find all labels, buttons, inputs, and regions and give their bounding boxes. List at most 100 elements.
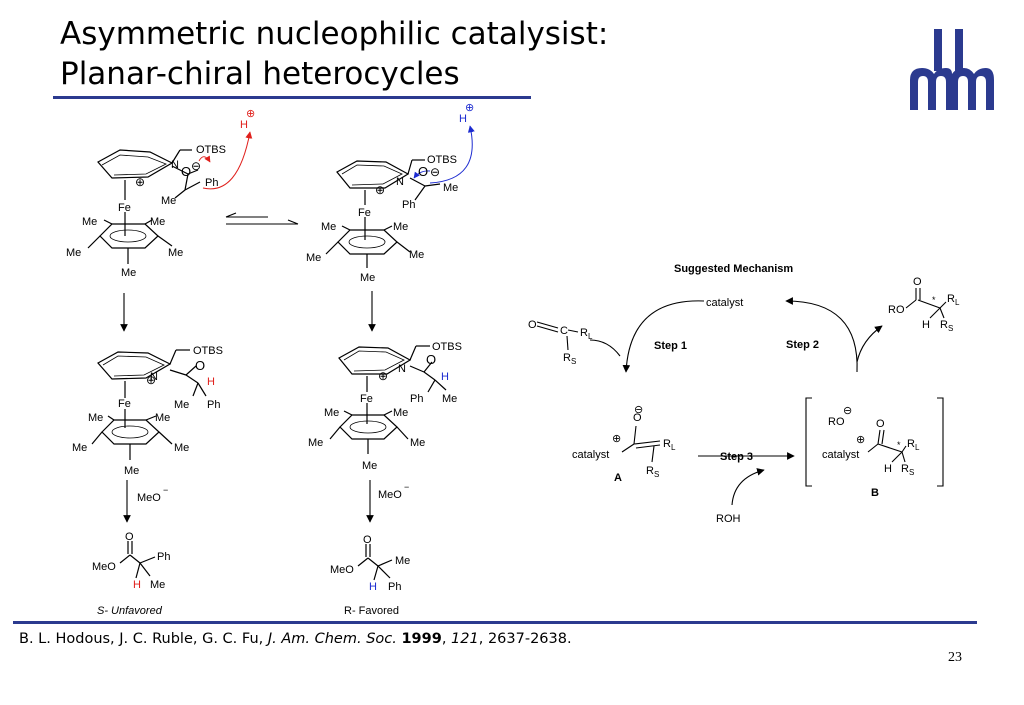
label-me: Me — [168, 247, 183, 259]
ketene-sub-l: L — [588, 332, 593, 341]
ester-h: H — [922, 319, 930, 331]
ester-r: R — [940, 319, 948, 331]
complex-top-left-labels: OTBS N ⊕ O ⊖ Ph Me Fe Me Me Me Me Me H ⊕ — [66, 108, 255, 279]
b-minus: ⊖ — [843, 405, 852, 417]
label-me: Me — [82, 216, 97, 228]
label-me: Me — [393, 221, 408, 233]
label-me: Me — [360, 272, 375, 284]
label-catalyst-a: catalyst — [572, 449, 609, 461]
down-arrows-upper — [120, 291, 376, 332]
plus-charge: ⊕ — [135, 175, 145, 189]
label-otbs: OTBS — [196, 144, 226, 156]
label-me: Me — [150, 216, 165, 228]
a-minus: ⊖ — [634, 404, 643, 416]
minus-charge: ⊖ — [430, 165, 440, 179]
label-h-blue: H — [441, 371, 449, 383]
ketene-sub-s: S — [571, 357, 576, 366]
reagent-labels: MeO − MeO − — [137, 482, 409, 504]
label-h-blue: H — [369, 581, 377, 593]
product-s — [119, 541, 156, 579]
label-me: Me — [362, 460, 377, 472]
label-o: O — [426, 352, 436, 367]
label-fe: Fe — [358, 207, 371, 219]
a-r: R — [663, 438, 671, 450]
label-me: Me — [410, 437, 425, 449]
b-sub-s: S — [909, 468, 914, 477]
b-ro: RO — [828, 416, 845, 428]
label-b: B — [871, 487, 879, 499]
b-r: R — [907, 438, 915, 450]
label-me: Me — [306, 252, 321, 264]
label-me: Me — [321, 221, 336, 233]
complex-top-left — [87, 131, 253, 264]
complex-mid-right-labels: OTBS N ⊕ O H Ph Me Fe Me Me Me Me Me — [308, 341, 462, 472]
label-fe: Fe — [360, 393, 373, 405]
label-o: O — [195, 358, 205, 373]
b-r: R — [901, 463, 909, 475]
label-o: O — [363, 534, 372, 546]
label-ph: Ph — [388, 581, 401, 593]
equilibrium-arrows — [225, 212, 299, 225]
label-n: N — [398, 363, 406, 375]
plus-charge: ⊕ — [375, 183, 385, 197]
label-step3: Step 3 — [720, 451, 753, 463]
mechanism-bonds — [536, 288, 947, 506]
a-sub-l: L — [671, 443, 676, 452]
label-ph: Ph — [157, 551, 170, 563]
citation-pages: , 2637-2638. — [478, 631, 572, 647]
label-otbs: OTBS — [432, 341, 462, 353]
label-n: N — [150, 371, 158, 383]
label-me: Me — [124, 465, 139, 477]
label-h-red: H — [207, 376, 215, 388]
university-logo — [910, 29, 994, 110]
label-fe: Fe — [118, 202, 131, 214]
ester-o: O — [913, 276, 922, 288]
label-me: Me — [155, 412, 170, 424]
ester-star: * — [932, 295, 936, 305]
b-h: H — [884, 463, 892, 475]
label-s-unfavored: S- Unfavored — [97, 605, 163, 617]
label-me: Me — [72, 442, 87, 454]
label-ph: Ph — [207, 399, 220, 411]
label-me: Me — [409, 249, 424, 261]
label-catalyst-top: catalyst — [706, 297, 743, 309]
product-s-labels: O MeO Ph H Me S- Unfavored — [92, 531, 170, 617]
label-me: Me — [150, 579, 165, 591]
product-r-labels: O MeO Me H Ph R- Favored — [330, 534, 410, 617]
label-me: Me — [308, 437, 323, 449]
label-me: Me — [443, 182, 458, 194]
complex-mid-left — [91, 349, 207, 460]
label-ph: Ph — [402, 199, 415, 211]
ketene-o: O — [528, 319, 537, 331]
ester-sub-l: L — [955, 298, 960, 307]
mechanism-title: Suggested Mechanism — [674, 263, 793, 275]
label-me: Me — [324, 407, 339, 419]
a-plus: ⊕ — [612, 433, 621, 445]
citation-journal: J. Am. Chem. Soc. — [267, 631, 397, 647]
label-o: O — [125, 531, 134, 543]
b-star: * — [897, 440, 901, 450]
citation: B. L. Hodous, J. C. Ruble, G. C. Fu, J. … — [19, 631, 572, 647]
b-sub-l: L — [915, 443, 920, 452]
label-me: Me — [88, 412, 103, 424]
label-o: O — [418, 164, 428, 179]
label-ph: Ph — [410, 393, 423, 405]
label-me: Me — [174, 399, 189, 411]
page-number: 23 — [948, 650, 962, 665]
complex-top-right-labels: OTBS N ⊕ O ⊖ Me Ph Fe Me Me Me Me Me H ⊕ — [306, 102, 474, 284]
ester-sub-s: S — [948, 324, 953, 333]
plus-charge-blue: ⊕ — [465, 102, 474, 114]
label-h-blue: H — [459, 113, 467, 125]
ester-ro: RO — [888, 304, 905, 316]
label-me: Me — [393, 407, 408, 419]
reagent-meo: MeO — [378, 489, 402, 501]
b-o: O — [876, 418, 885, 430]
label-me: Me — [66, 247, 81, 259]
label-meo: MeO — [330, 564, 354, 576]
citation-volume: 121 — [451, 631, 479, 647]
label-me: Me — [442, 393, 457, 405]
citation-authors: B. L. Hodous, J. C. Ruble, G. C. Fu, — [19, 631, 268, 647]
plus-charge: ⊕ — [378, 369, 388, 383]
b-plus: ⊕ — [856, 434, 865, 446]
label-otbs: OTBS — [193, 345, 223, 357]
